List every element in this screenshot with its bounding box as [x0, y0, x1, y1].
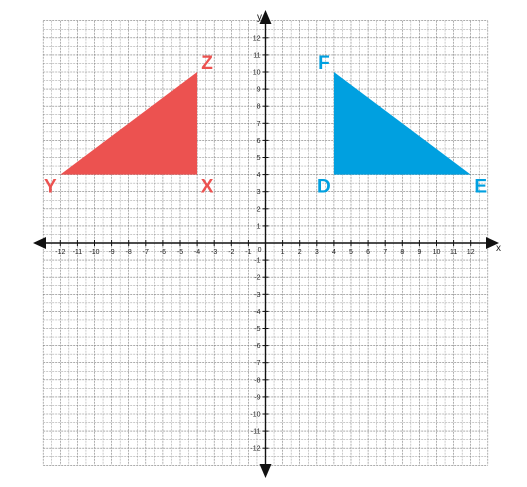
y-tick-label: -12	[250, 446, 260, 453]
x-tick-label: -9	[108, 249, 114, 256]
x-tick-label: -2	[228, 249, 234, 256]
x-tick-label: 6	[366, 249, 370, 256]
x-tick-label: 1	[281, 249, 285, 256]
x-tick-label: 4	[332, 249, 336, 256]
y-tick-label: 5	[257, 155, 261, 162]
y-axis-down-arrow	[259, 464, 272, 478]
y-tick-label: -4	[254, 309, 260, 316]
shapes	[60, 72, 471, 175]
x-tick-label: 2	[298, 249, 302, 256]
y-tick-label: -10	[250, 412, 260, 419]
y-tick-label: 7	[257, 121, 261, 128]
x-tick-label: -5	[177, 249, 183, 256]
vertex-label-x: X	[201, 177, 214, 198]
x-tick-label: -1	[245, 249, 251, 256]
y-tick-label: 3	[257, 189, 261, 196]
triangle-xyz	[60, 72, 198, 175]
y-tick-label: 12	[253, 35, 261, 42]
vertex-label-f: F	[318, 53, 330, 74]
x-tick-label: 7	[383, 249, 387, 256]
y-tick-label: -9	[254, 394, 260, 401]
x-tick-label: -10	[89, 249, 99, 256]
y-tick-label: 10	[253, 70, 261, 77]
vertex-label-z: Z	[201, 53, 213, 74]
x-axis-left-arrow	[33, 237, 46, 249]
triangle-def	[333, 72, 471, 175]
x-axis-right-arrow	[486, 237, 499, 249]
x-tick-label: 11	[450, 249, 457, 256]
x-tick-label: 3	[315, 249, 319, 256]
x-tick-label: -7	[143, 249, 149, 256]
vertex-label-d: D	[317, 177, 331, 198]
x-axis-name: x	[496, 243, 501, 254]
x-tick-label: 9	[417, 249, 421, 256]
y-tick-label: -11	[251, 429, 261, 436]
vertex-label-e: E	[474, 177, 487, 198]
x-tick-label: 10	[433, 249, 441, 256]
y-axis-name: y	[257, 12, 262, 23]
x-tick-label: -12	[55, 249, 65, 256]
y-tick-label: -3	[254, 292, 260, 299]
y-tick-label: 2	[257, 206, 261, 213]
y-tick-label: 9	[257, 87, 261, 94]
y-tick-label: -1	[254, 258, 260, 265]
x-tick-label: 8	[400, 249, 404, 256]
y-tick-label: 6	[257, 138, 261, 145]
x-tick-label: -3	[211, 249, 217, 256]
y-tick-label: -2	[254, 275, 260, 282]
x-tick-label: 5	[349, 249, 353, 256]
x-tick-label: 12	[467, 249, 475, 256]
y-axis-up-arrow	[259, 10, 272, 24]
y-tick-label: -7	[254, 360, 260, 367]
y-tick-label: -8	[254, 377, 260, 384]
y-tick-label: 11	[253, 52, 260, 59]
x-tick-label: -11	[73, 249, 83, 256]
vertex-label-y: Y	[44, 177, 57, 198]
y-tick-label: 1	[257, 223, 261, 230]
y-tick-label: 4	[257, 172, 261, 179]
axes	[33, 10, 499, 478]
y-tick-label: -5	[254, 326, 260, 333]
y-tick-label: -6	[254, 343, 260, 350]
x-tick-label: -6	[160, 249, 166, 256]
origin-label: 0	[258, 247, 262, 254]
y-tick-label: 8	[257, 104, 261, 111]
x-tick-label: -8	[126, 249, 132, 256]
x-tick-label: -4	[194, 249, 200, 256]
